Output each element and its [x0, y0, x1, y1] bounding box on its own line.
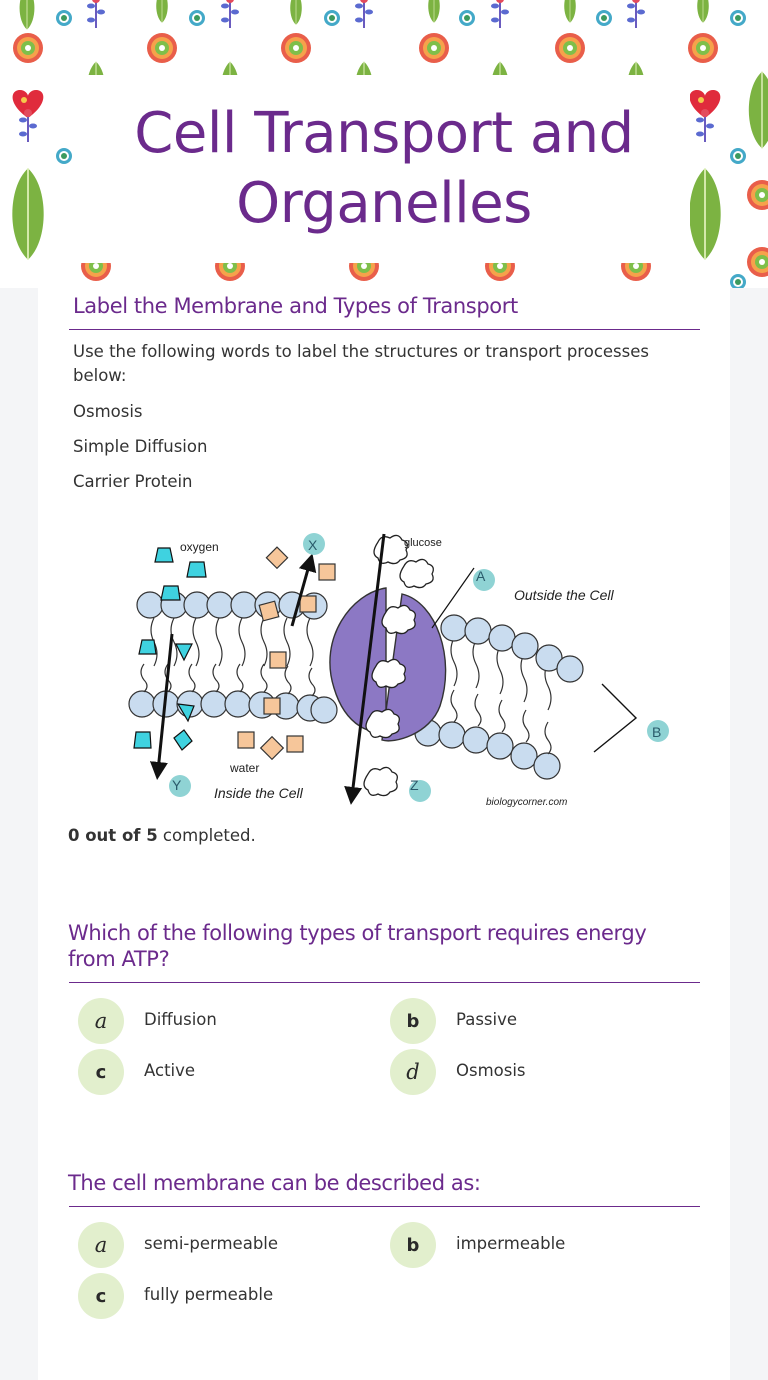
q1-option-d-label[interactable]: Osmosis [456, 1061, 526, 1081]
word-simple-diffusion: Simple Diffusion [73, 435, 207, 459]
q2-option-b-badge[interactable]: b [390, 1222, 436, 1268]
section-label-membrane-title: Label the Membrane and Types of Transpor… [73, 293, 518, 319]
section-divider [69, 329, 700, 330]
page-title-line1: Cell Transport and [134, 101, 633, 166]
q2-option-a-badge[interactable]: a [78, 1222, 124, 1268]
word-osmosis: Osmosis [73, 400, 143, 424]
header-banner: Cell Transport and Organelles [0, 0, 768, 288]
label-inside-cell: Inside the Cell [214, 785, 304, 801]
question1-title-line2: from ATP? [68, 947, 169, 971]
question2-divider [69, 1206, 700, 1207]
label-oxygen: oxygen [180, 540, 219, 554]
question1-title: Which of the following types of transpor… [68, 920, 708, 972]
q1-option-c-label[interactable]: Active [144, 1061, 195, 1081]
page-title: Cell Transport and Organelles [134, 99, 633, 239]
q1-option-a-label[interactable]: Diffusion [144, 1010, 217, 1030]
marker-a: A [476, 568, 486, 584]
question1-divider [69, 982, 700, 983]
marker-y: Y [172, 777, 182, 793]
question1-title-line1: Which of the following types of transpor… [68, 921, 646, 945]
q1-option-b-badge[interactable]: b [390, 998, 436, 1044]
q1-option-b-label[interactable]: Passive [456, 1010, 517, 1030]
title-box: Cell Transport and Organelles [78, 75, 690, 263]
label-credit: biologycorner.com [486, 797, 567, 808]
membrane-diagram: X A B Y Z oxygen glucose Outside the Cel… [124, 528, 672, 812]
progress-text: 0 out of 5 completed. [68, 826, 256, 845]
q2-option-a-label[interactable]: semi-permeable [144, 1234, 278, 1254]
marker-z: Z [410, 777, 419, 793]
q1-option-d-badge[interactable]: d [390, 1049, 436, 1095]
progress-suffix: completed. [158, 826, 256, 845]
label-outside-cell: Outside the Cell [514, 587, 614, 603]
instructions-text: Use the following words to label the str… [73, 340, 673, 388]
label-water: water [229, 761, 259, 775]
word-carrier-protein: Carrier Protein [73, 470, 193, 494]
q1-option-c-badge[interactable]: c [78, 1049, 124, 1095]
q2-option-b-label[interactable]: impermeable [456, 1234, 565, 1254]
q1-option-a-badge[interactable]: a [78, 998, 124, 1044]
q2-option-c-label[interactable]: fully permeable [144, 1285, 273, 1305]
q2-option-c-badge[interactable]: c [78, 1273, 124, 1319]
water-molecules [238, 547, 335, 759]
label-glucose: glucose [404, 537, 442, 549]
progress-count: 0 out of 5 [68, 826, 158, 845]
marker-b: B [652, 724, 661, 740]
page-title-line2: Organelles [236, 171, 532, 236]
marker-x: X [308, 537, 318, 553]
question2-title: The cell membrane can be described as: [68, 1170, 481, 1196]
